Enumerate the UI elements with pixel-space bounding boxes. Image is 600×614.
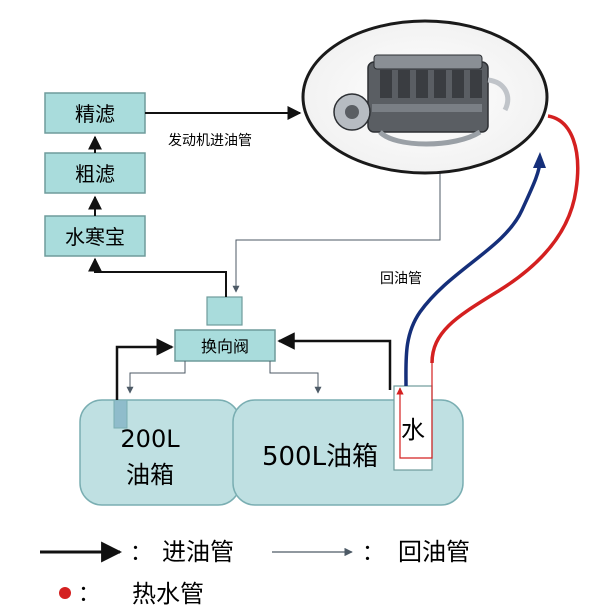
large-tank-label: 500L油箱: [262, 442, 378, 472]
legend-hot-water-label: 热水管: [132, 580, 204, 608]
legend-colon-inlet: ：: [130, 541, 152, 566]
legend-colon-return: ：: [362, 541, 384, 566]
fine-filter-box: 精滤: [44, 92, 146, 134]
hot-water-pipe: [430, 114, 580, 364]
valve-label: 换向阀: [201, 337, 249, 356]
small-tank: 200L 油箱: [79, 399, 241, 506]
legend-hot-water-dot: [59, 587, 71, 599]
cold-water-pipe: [404, 159, 542, 387]
cold-water-arrow: [533, 152, 546, 168]
coarse-filter-label: 粗滤: [75, 162, 115, 186]
small-tank-label: 油箱: [126, 461, 174, 489]
heater-hot-water-loop: [396, 363, 433, 459]
reversing-valve: 换向阀: [174, 329, 276, 362]
small-tank-suction-pipe: [113, 399, 128, 429]
engine-photo-icon: [333, 54, 511, 147]
valve-return-large-tank: [269, 361, 322, 394]
large-tank-inlet-pipe: [277, 332, 392, 390]
engine-return-to-valve: [232, 165, 441, 293]
legend-colon-hot: ：: [78, 582, 100, 607]
return-pipe-label: 回油管: [380, 271, 422, 287]
water-separator-label: 水寒宝: [65, 225, 125, 249]
fine-filter-label: 精滤: [75, 102, 115, 126]
coarse-filter-box: 粗滤: [44, 152, 146, 194]
small-tank-capacity: 200L: [120, 425, 180, 453]
valve-return-small-tank: [126, 361, 186, 394]
engine: [301, 19, 549, 175]
water-heater-label: 水: [401, 416, 425, 444]
legend-inlet-label: 进油管: [162, 538, 234, 566]
water-separator-box: 水寒宝: [44, 215, 146, 257]
small-tank-inlet-pipe: [115, 338, 174, 400]
valve-top-block: [206, 296, 243, 326]
valve-to-separator-pipe: [88, 257, 227, 297]
legend-return-label: 回油管: [398, 538, 470, 566]
engine-inlet-label: 发动机进油管: [168, 133, 252, 149]
legend: ： 进油管 ： 回油管 ： 热水管: [40, 538, 470, 608]
